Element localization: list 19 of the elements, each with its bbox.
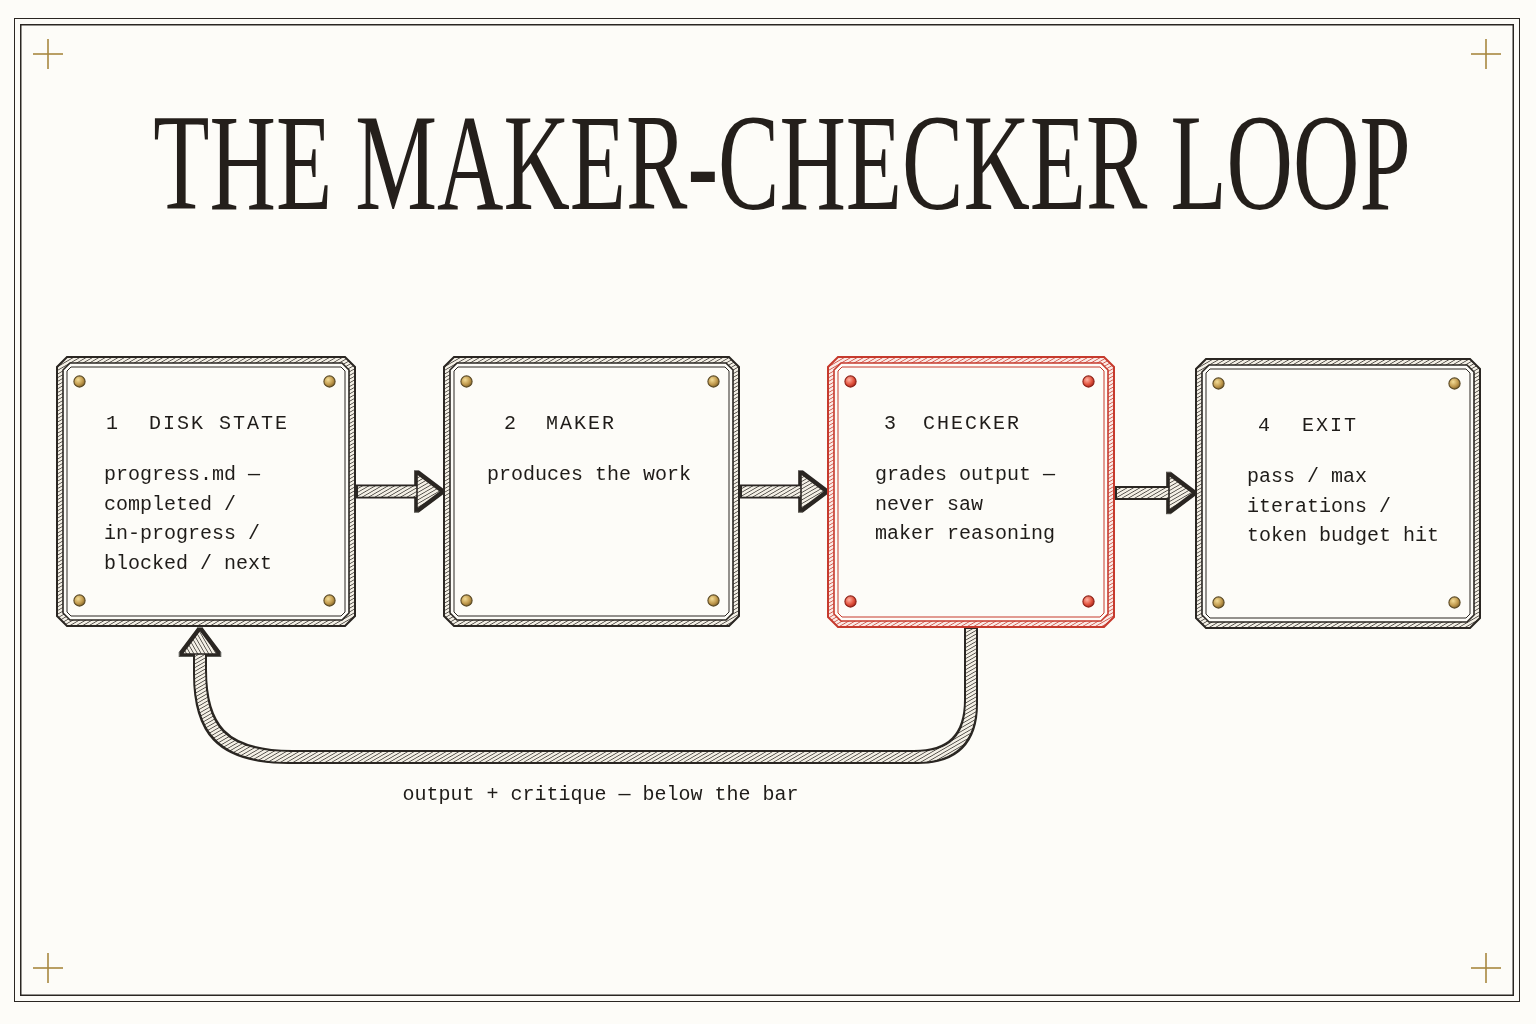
arrow xyxy=(1117,474,1194,512)
step-number: 4 xyxy=(1258,414,1272,438)
process-box xyxy=(1195,358,1481,629)
step-number: 3 xyxy=(884,412,898,436)
step-title: CHECKER xyxy=(923,412,1021,436)
diagram-title: THE MAKER-CHECKER LOOP xyxy=(153,93,1411,231)
step-description: grades output — never saw maker reasoning xyxy=(875,462,1057,547)
step-title: DISK STATE xyxy=(149,412,290,436)
step-description: produces the work xyxy=(487,462,693,488)
process-box xyxy=(443,356,740,627)
process-box xyxy=(827,356,1115,628)
step-title: EXIT xyxy=(1302,414,1358,438)
step-number: 1 xyxy=(106,412,120,436)
step-description: progress.md — completed / in-progress / blocked / next xyxy=(104,462,274,577)
process-box xyxy=(56,356,356,627)
step-title: MAKER xyxy=(546,412,616,436)
step-number: 2 xyxy=(504,412,518,436)
step-description: pass / max iterations / token budget hit xyxy=(1247,464,1441,549)
arrow xyxy=(181,629,976,762)
